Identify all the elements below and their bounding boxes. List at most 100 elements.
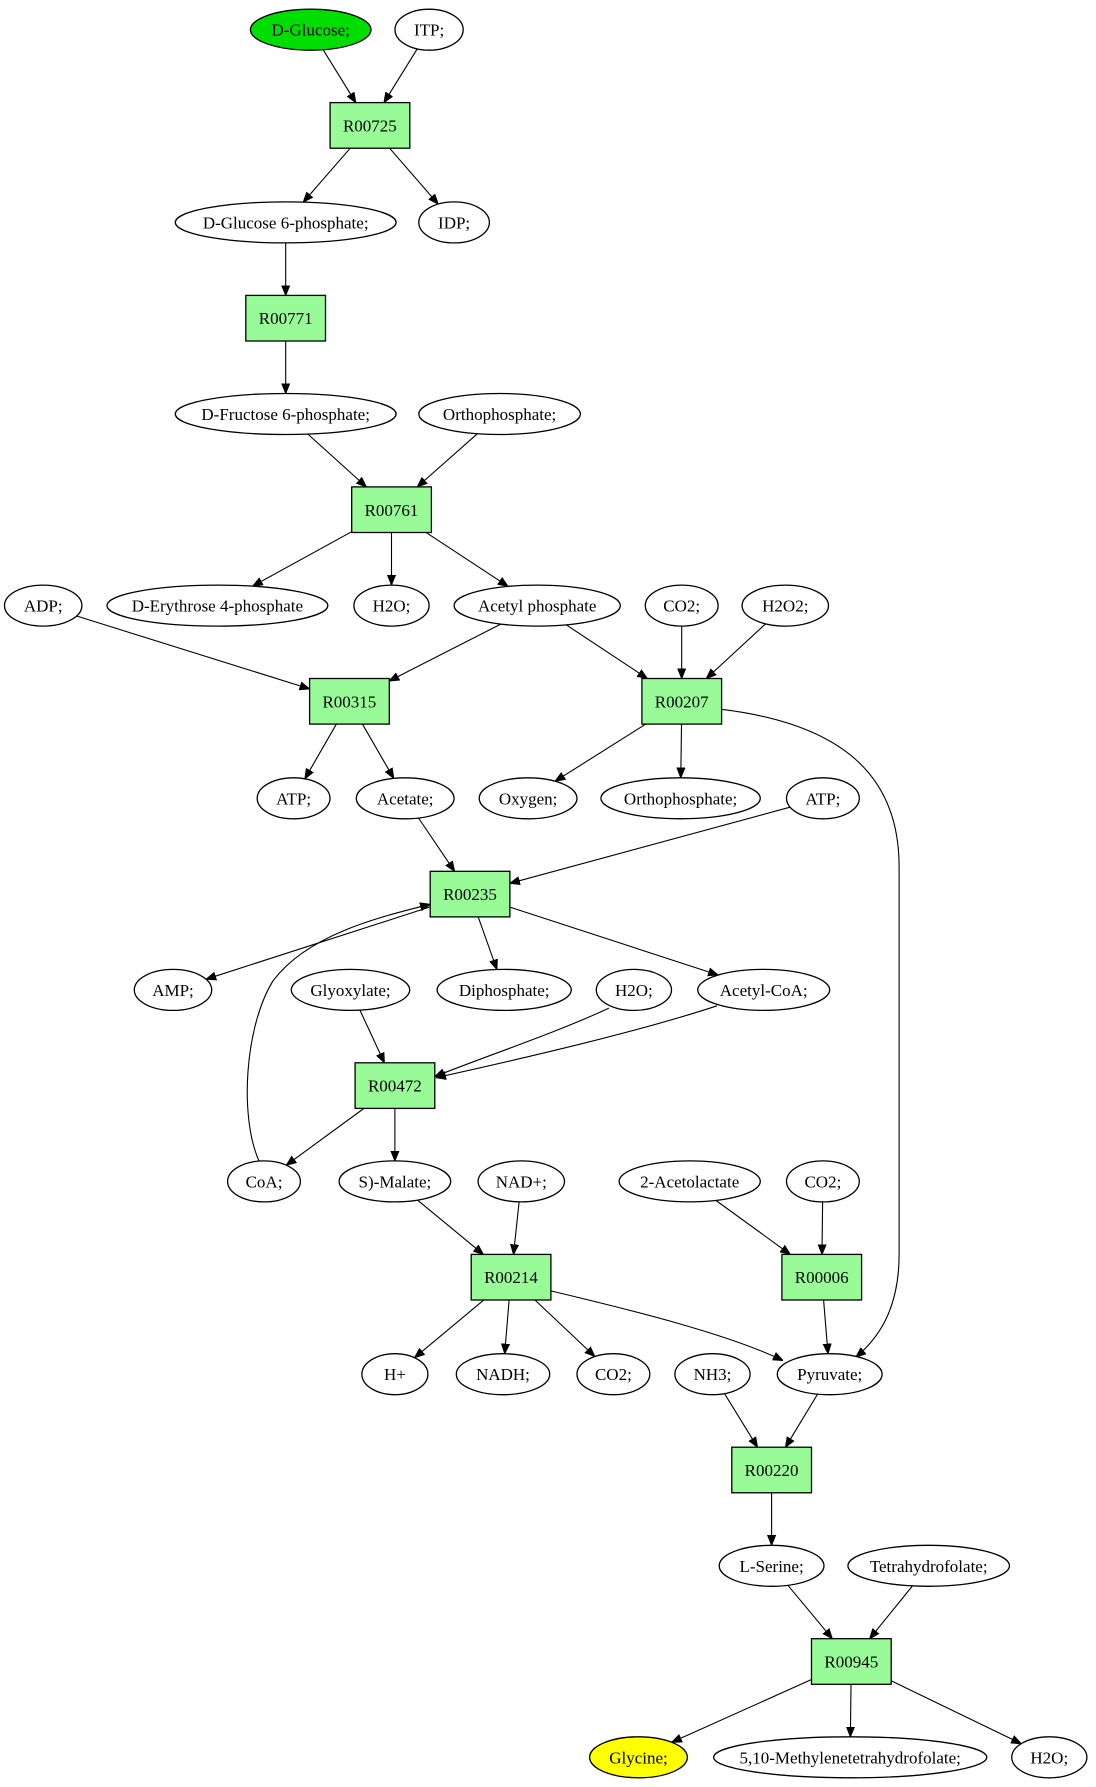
reaction-node-r00771: R00771 [245, 294, 327, 342]
edge-atp-2-to-r00235 [510, 806, 791, 883]
reaction-node-r00220: R00220 [731, 1446, 813, 1494]
compound-ellipse [478, 777, 578, 820]
compound-ellipse [338, 1160, 452, 1203]
edge-orthophosphate-1-to-r00761 [417, 433, 478, 487]
edge-pyruvate-to-r00220 [786, 1393, 819, 1447]
compound-ellipse [418, 392, 582, 436]
compound-ellipse [718, 1544, 825, 1587]
node-label: CO2; [663, 597, 700, 616]
node-label: H+ [384, 1365, 406, 1384]
edge-s-malate-to-r00214 [417, 1199, 484, 1254]
node-label: Orthophosphate; [624, 789, 737, 808]
compound-ellipse [3, 584, 83, 627]
compound-node-tetrahydrofolate: Tetrahydrofolate; [847, 1544, 1011, 1587]
reaction-box [429, 870, 511, 918]
node-label: ADP; [24, 597, 63, 616]
edge-nh3-to-r00220 [724, 1393, 758, 1448]
node-label: CoA; [246, 1172, 283, 1191]
node-label: NH3; [694, 1365, 732, 1384]
reaction-node-r00006: R00006 [781, 1253, 863, 1301]
node-label: 2-Acetolactate [640, 1172, 739, 1191]
edge-tetrahydrofolate-to-r00945 [870, 1585, 913, 1639]
node-label: L-Serine; [739, 1557, 803, 1576]
compound-node-idp: IDP; [418, 201, 491, 244]
node-label: R00315 [322, 692, 376, 711]
compound-node-co2-2: CO2; [785, 1160, 860, 1203]
edge-r00315-to-acetate [362, 723, 394, 778]
compound-node-h2o2: H2O2; [741, 584, 830, 627]
compound-ellipse [674, 1353, 751, 1396]
compound-ellipse [785, 1160, 860, 1203]
node-label: H2O2; [762, 597, 808, 616]
compound-ellipse [290, 968, 411, 1012]
compound-node-nh3: NH3; [674, 1353, 751, 1396]
compound-node-co2-1: CO2; [644, 584, 719, 627]
compound-node-pyruvate: Pyruvate; [776, 1353, 883, 1396]
node-label: AMP; [152, 981, 194, 1000]
compound-node-glycine: Glycine; [588, 1736, 689, 1779]
compound-node-nad-plus: NAD+; [477, 1160, 566, 1203]
compound-node-h2o-2: H2O; [595, 968, 673, 1012]
edge-r00235-to-diphosphate [477, 916, 497, 970]
edge-co2-2-to-r00006 [822, 1201, 823, 1254]
compound-node-l-serine: L-Serine; [718, 1544, 825, 1587]
compound-node-atp-2: ATP; [785, 777, 860, 820]
node-label: D-Erythrose 4-phosphate [132, 597, 303, 616]
reaction-box [641, 677, 723, 725]
node-label: Oxygen; [499, 789, 558, 808]
edge-r00945-to-glycine [672, 1678, 812, 1743]
node-label: R00207 [655, 692, 709, 711]
compound-node-adp: ADP; [3, 584, 83, 627]
compound-node-d-fructose-6-phosphate: D-Fructose 6-phosphate; [174, 392, 397, 436]
node-label: NADH; [476, 1365, 530, 1384]
compound-ellipse [477, 1160, 566, 1203]
edge-glyoxylate-to-r00472 [359, 1009, 385, 1063]
edges-layer [76, 48, 1022, 1744]
compound-ellipse [576, 1353, 651, 1396]
compound-ellipse [133, 968, 213, 1012]
compound-node-amp: AMP; [133, 968, 213, 1012]
edge-r00214-to-h-plus [415, 1299, 485, 1358]
compound-ellipse [847, 1544, 1011, 1587]
node-label: R00006 [795, 1268, 849, 1287]
compound-node-acetate: Acetate; [355, 777, 455, 820]
node-label: IDP; [438, 213, 470, 232]
edge-r00207-to-orthophosphate-2 [681, 724, 682, 778]
compound-ellipse [256, 777, 331, 820]
compound-ellipse [453, 584, 621, 627]
compound-ellipse [741, 584, 830, 627]
node-label: D-Glucose; [272, 21, 350, 40]
reaction-node-r00214: R00214 [470, 1253, 552, 1301]
node-label: Acetyl-CoA; [720, 981, 808, 1000]
node-label: Glycine; [609, 1748, 668, 1767]
node-label: R00771 [259, 309, 313, 328]
compound-node-h2o-3: H2O; [1011, 1736, 1088, 1779]
compound-ellipse [600, 777, 761, 820]
compound-node-nadh: NADH; [455, 1353, 551, 1396]
edge-r00761-to-acetyl-phosphate [425, 532, 508, 587]
compound-ellipse [776, 1353, 883, 1396]
node-label: R00945 [824, 1653, 878, 1672]
node-label: R00220 [745, 1461, 799, 1480]
reaction-box [731, 1446, 813, 1494]
edge-coa-to-r00235 [246, 904, 430, 1163]
node-label: R00761 [365, 501, 419, 520]
edge-r00725-to-d-glucose-6-phosphate [303, 147, 351, 202]
node-label: Acetate; [377, 789, 434, 808]
compound-node-glyoxylate: Glyoxylate; [290, 968, 411, 1012]
compound-ellipse [785, 777, 860, 820]
node-label: D-Glucose 6-phosphate; [203, 213, 369, 232]
compound-ellipse [174, 392, 397, 436]
edge-r00945-to-h2o-3 [890, 1680, 1021, 1744]
edge-d-glucose-to-r00725 [322, 49, 356, 103]
compound-ellipse [226, 1160, 302, 1203]
compound-ellipse [106, 584, 329, 627]
compound-ellipse [618, 1160, 761, 1203]
compound-node-itp: ITP; [394, 8, 464, 51]
edge-adp-to-r00315 [76, 615, 310, 689]
reaction-node-r00315: R00315 [308, 677, 390, 725]
node-label: Pyruvate; [797, 1365, 862, 1384]
compound-ellipse [353, 584, 430, 627]
node-label: Acetyl phosphate [478, 597, 597, 616]
